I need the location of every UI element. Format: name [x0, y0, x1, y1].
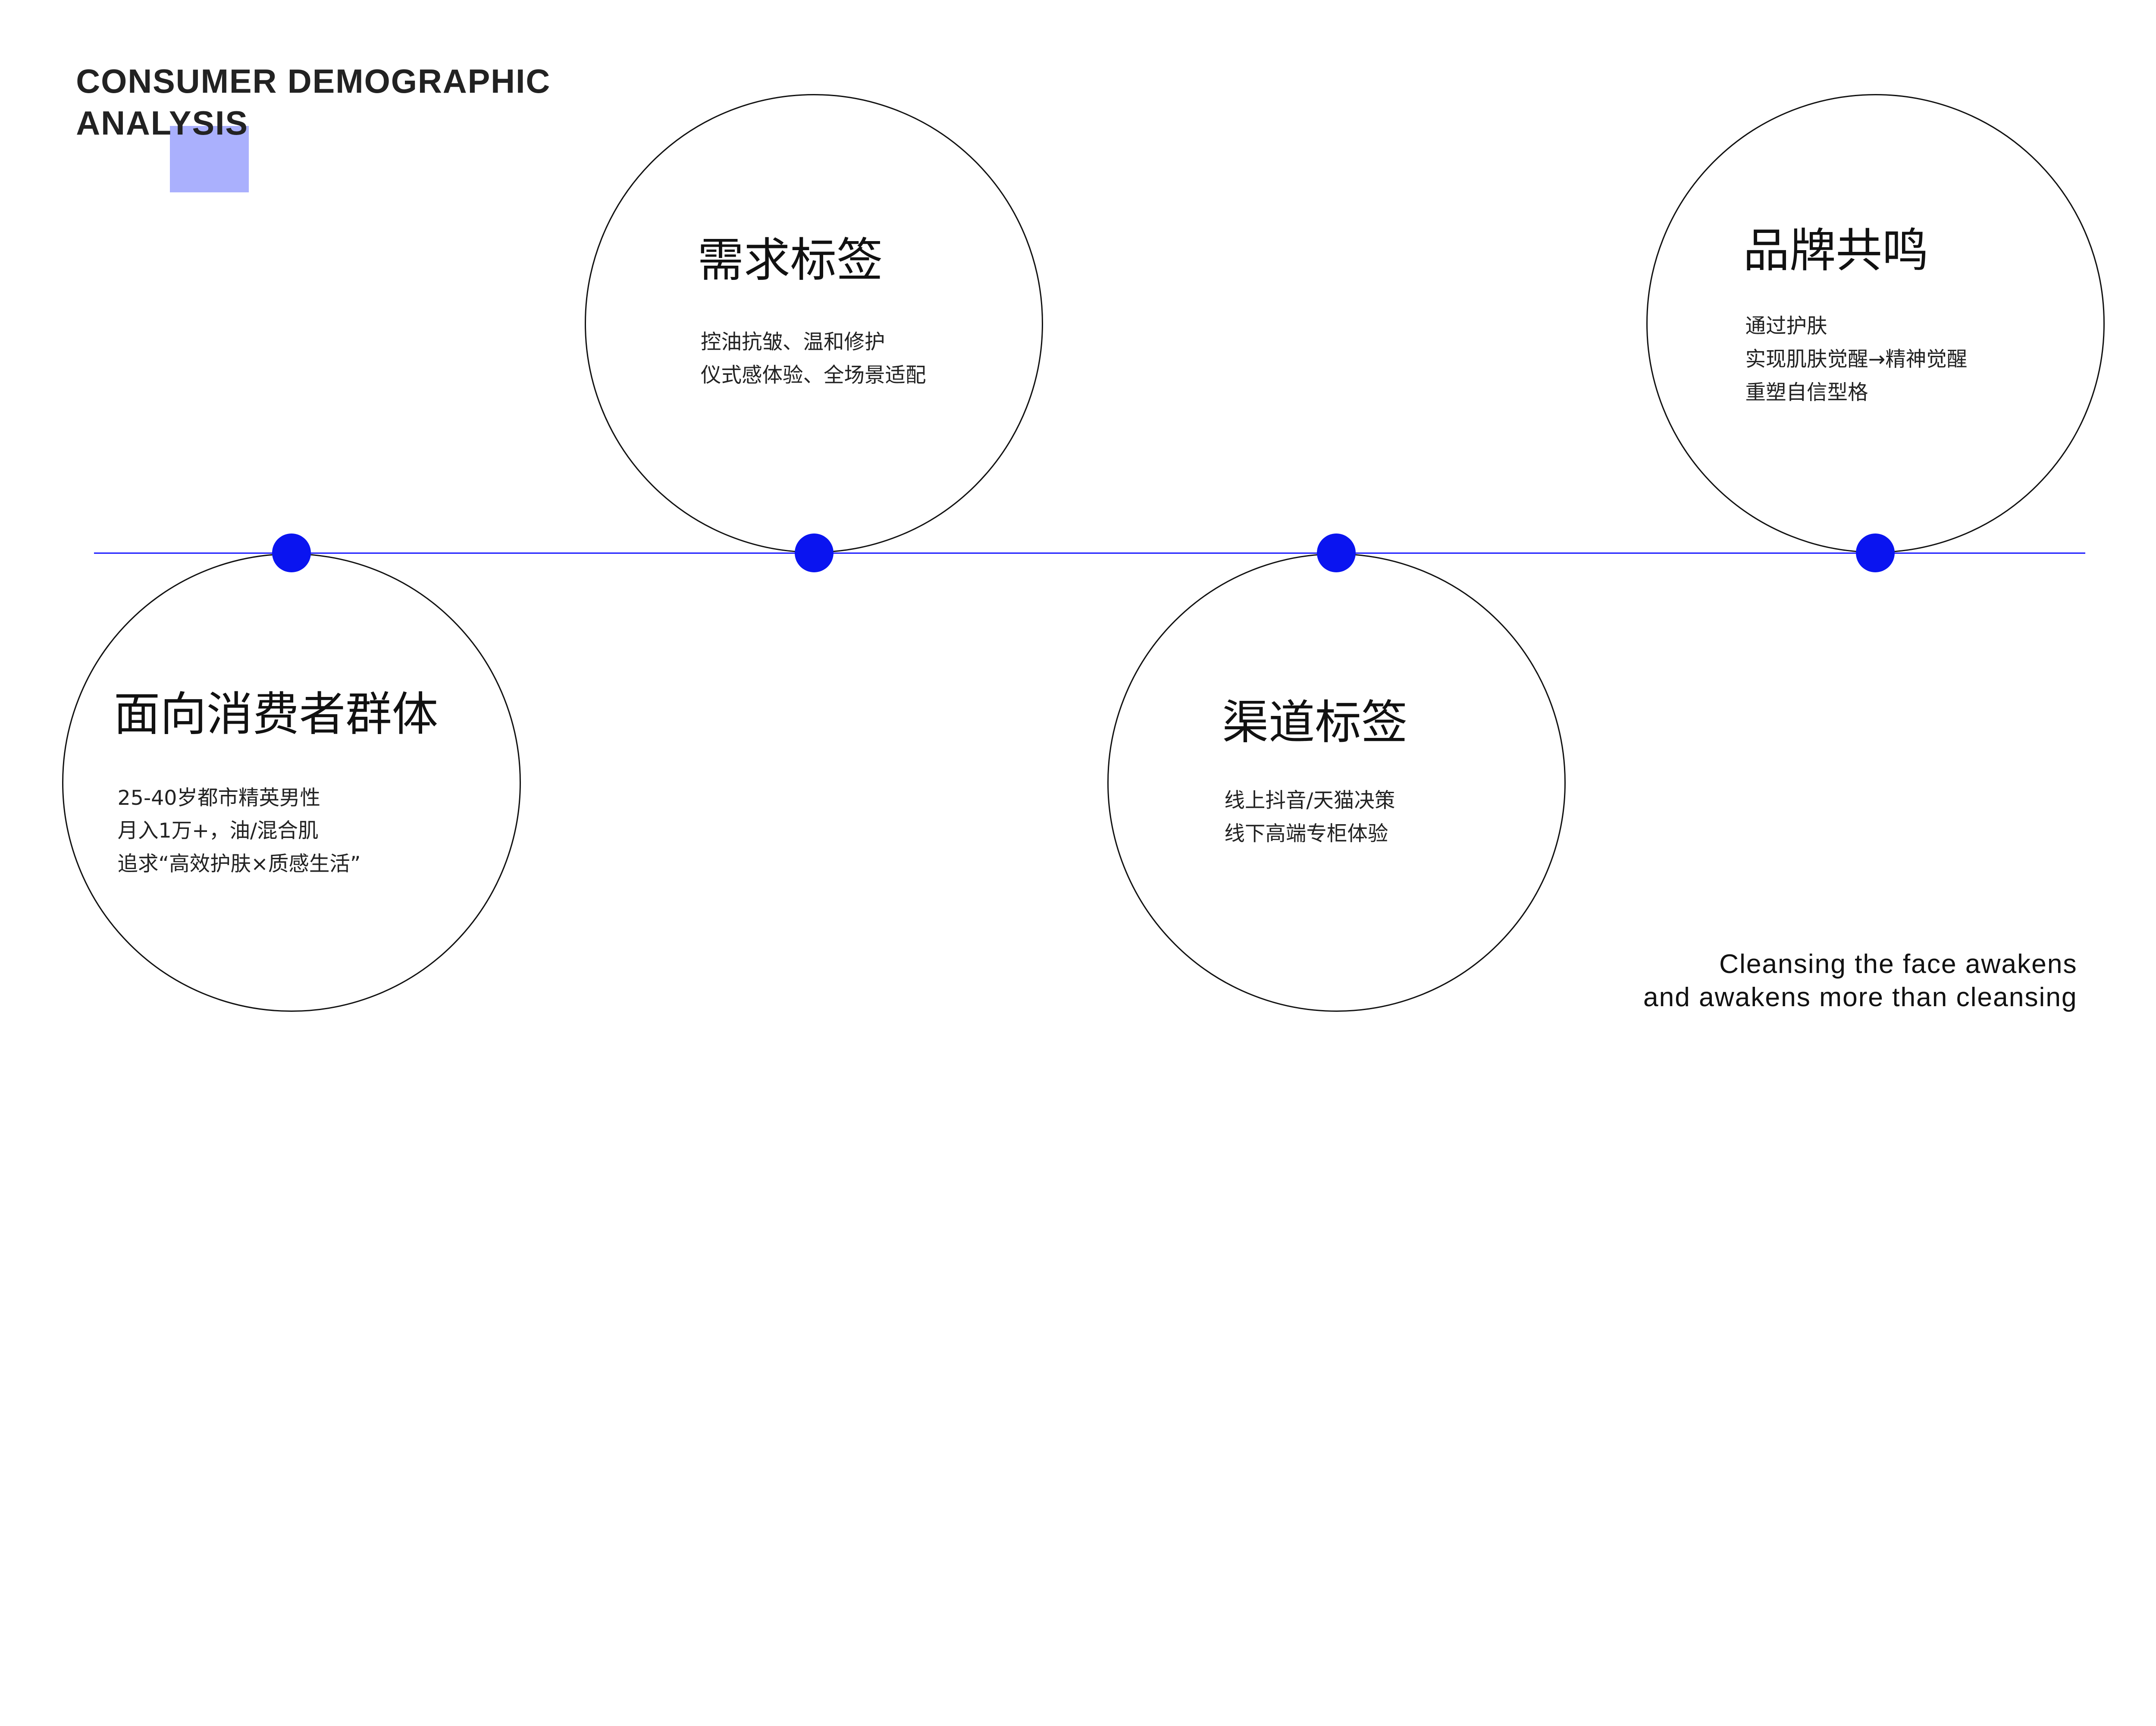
timeline-node-3 [1317, 533, 1356, 572]
body-line: 通过护肤 [1745, 314, 1827, 338]
body-demand-tags: 控油抗皱、温和修护 仪式感体验、全场景适配 [701, 326, 926, 392]
heading-brand-resonance: 品牌共鸣 [1743, 223, 1929, 278]
tagline-line-2: and awakens more than cleansing [1643, 982, 2078, 1013]
tagline-line-1: Cleansing the face awakens [1719, 948, 2078, 979]
timeline-node-1 [272, 533, 311, 572]
body-line: 线上抖音/天猫决策 [1224, 788, 1395, 813]
timeline-node-2 [794, 533, 834, 572]
body-consumer-group: 25-40岁都市精英男性 月入1万+，油/混合肌 追求“高效护肤×质感生活” [118, 782, 361, 882]
title-line-2: ANALYSIS [76, 104, 248, 142]
body-line: 重塑自信型格 [1745, 380, 1868, 405]
body-line: 仪式感体验、全场景适配 [701, 364, 926, 388]
heading-consumer-group: 面向消费者群体 [113, 687, 439, 741]
timeline-node-4 [1856, 533, 1895, 572]
circle-channel-tags [1107, 553, 1566, 1012]
page-title: CONSUMER DEMOGRAPHIC ANALYSIS [76, 61, 551, 144]
tagline: Cleansing the face awakens and awakens m… [1643, 948, 2078, 1014]
body-line: 实现肌肤觉醒→精神觉醒 [1745, 347, 1968, 371]
accent-square [170, 126, 249, 192]
body-line: 月入1万+，油/混合肌 [117, 819, 319, 843]
body-line: 25-40岁都市精英男性 [117, 786, 321, 810]
title-line-1: CONSUMER DEMOGRAPHIC [76, 63, 551, 100]
heading-demand-tags: 需求标签 [697, 233, 883, 287]
body-line: 追求“高效护肤×质感生活” [117, 852, 361, 876]
heading-channel-tags: 渠道标签 [1222, 695, 1408, 750]
body-line: 线下高端专柜体验 [1224, 822, 1388, 846]
body-line: 控油抗皱、温和修护 [701, 330, 885, 355]
slide: CONSUMER DEMOGRAPHIC ANALYSIS 面向消费者群体 25… [62, 61, 2105, 1014]
body-channel-tags: 线上抖音/天猫决策 线下高端专柜体验 [1224, 785, 1395, 851]
timeline-line [94, 552, 2086, 554]
body-brand-resonance: 通过护肤 实现肌肤觉醒→精神觉醒 重塑自信型格 [1745, 310, 1968, 410]
circle-demand-tags [584, 94, 1044, 553]
